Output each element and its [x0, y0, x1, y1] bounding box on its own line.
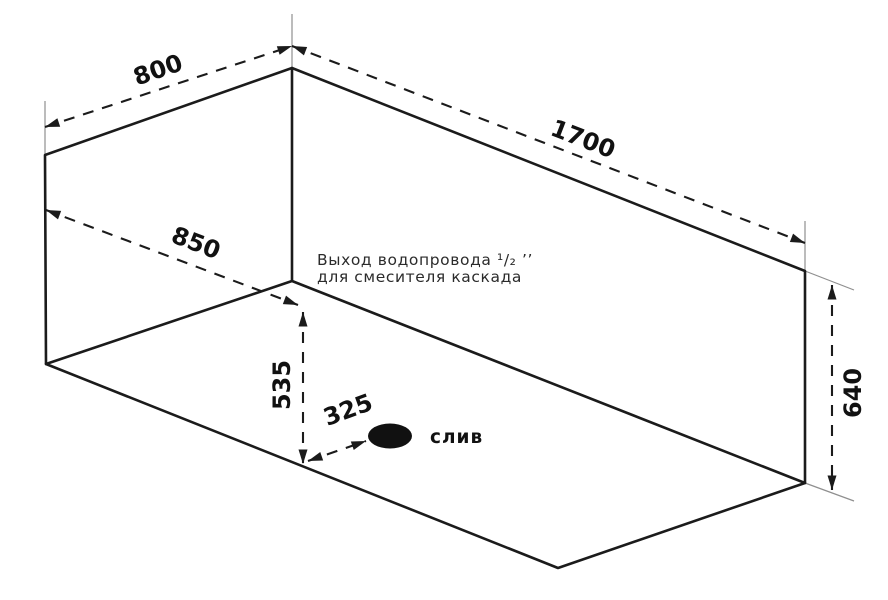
dimension-label-1700: 1700: [547, 114, 619, 164]
extension-line-right-upper: [804, 270, 855, 291]
dimension-labels: 800 1700 850 535 325 640: [130, 49, 867, 432]
dimension-label-640: 640: [839, 368, 867, 418]
dimension-label-535: 535: [268, 360, 296, 410]
dimension-line-1700: [291, 45, 806, 244]
box-silhouette: [43, 66, 807, 570]
dimension-line-800: [44, 45, 293, 128]
box-outline: [43, 66, 807, 570]
water-outlet-annotation-line2: для смесителя каскада: [317, 268, 522, 286]
drain-hole: [368, 423, 412, 449]
dimension-lines: [44, 45, 837, 490]
water-outlet-annotation-line1: Выход водопровода ¹/₂ ’’: [317, 251, 533, 269]
box-edge-bottom-right: [290, 279, 807, 485]
extension-line-right-lower: [804, 482, 855, 502]
dimension-line-850: [45, 209, 299, 306]
dimension-label-325: 325: [320, 388, 377, 431]
dimension-line-325: [307, 440, 367, 462]
dimension-label-850: 850: [168, 221, 225, 265]
box-edge-bottom-left: [44, 279, 294, 366]
water-outlet-annotation: Выход водопровода ¹/₂ ’’ для смесителя к…: [317, 251, 533, 286]
dimension-label-800: 800: [130, 49, 186, 92]
drain-label: слив: [430, 427, 483, 448]
